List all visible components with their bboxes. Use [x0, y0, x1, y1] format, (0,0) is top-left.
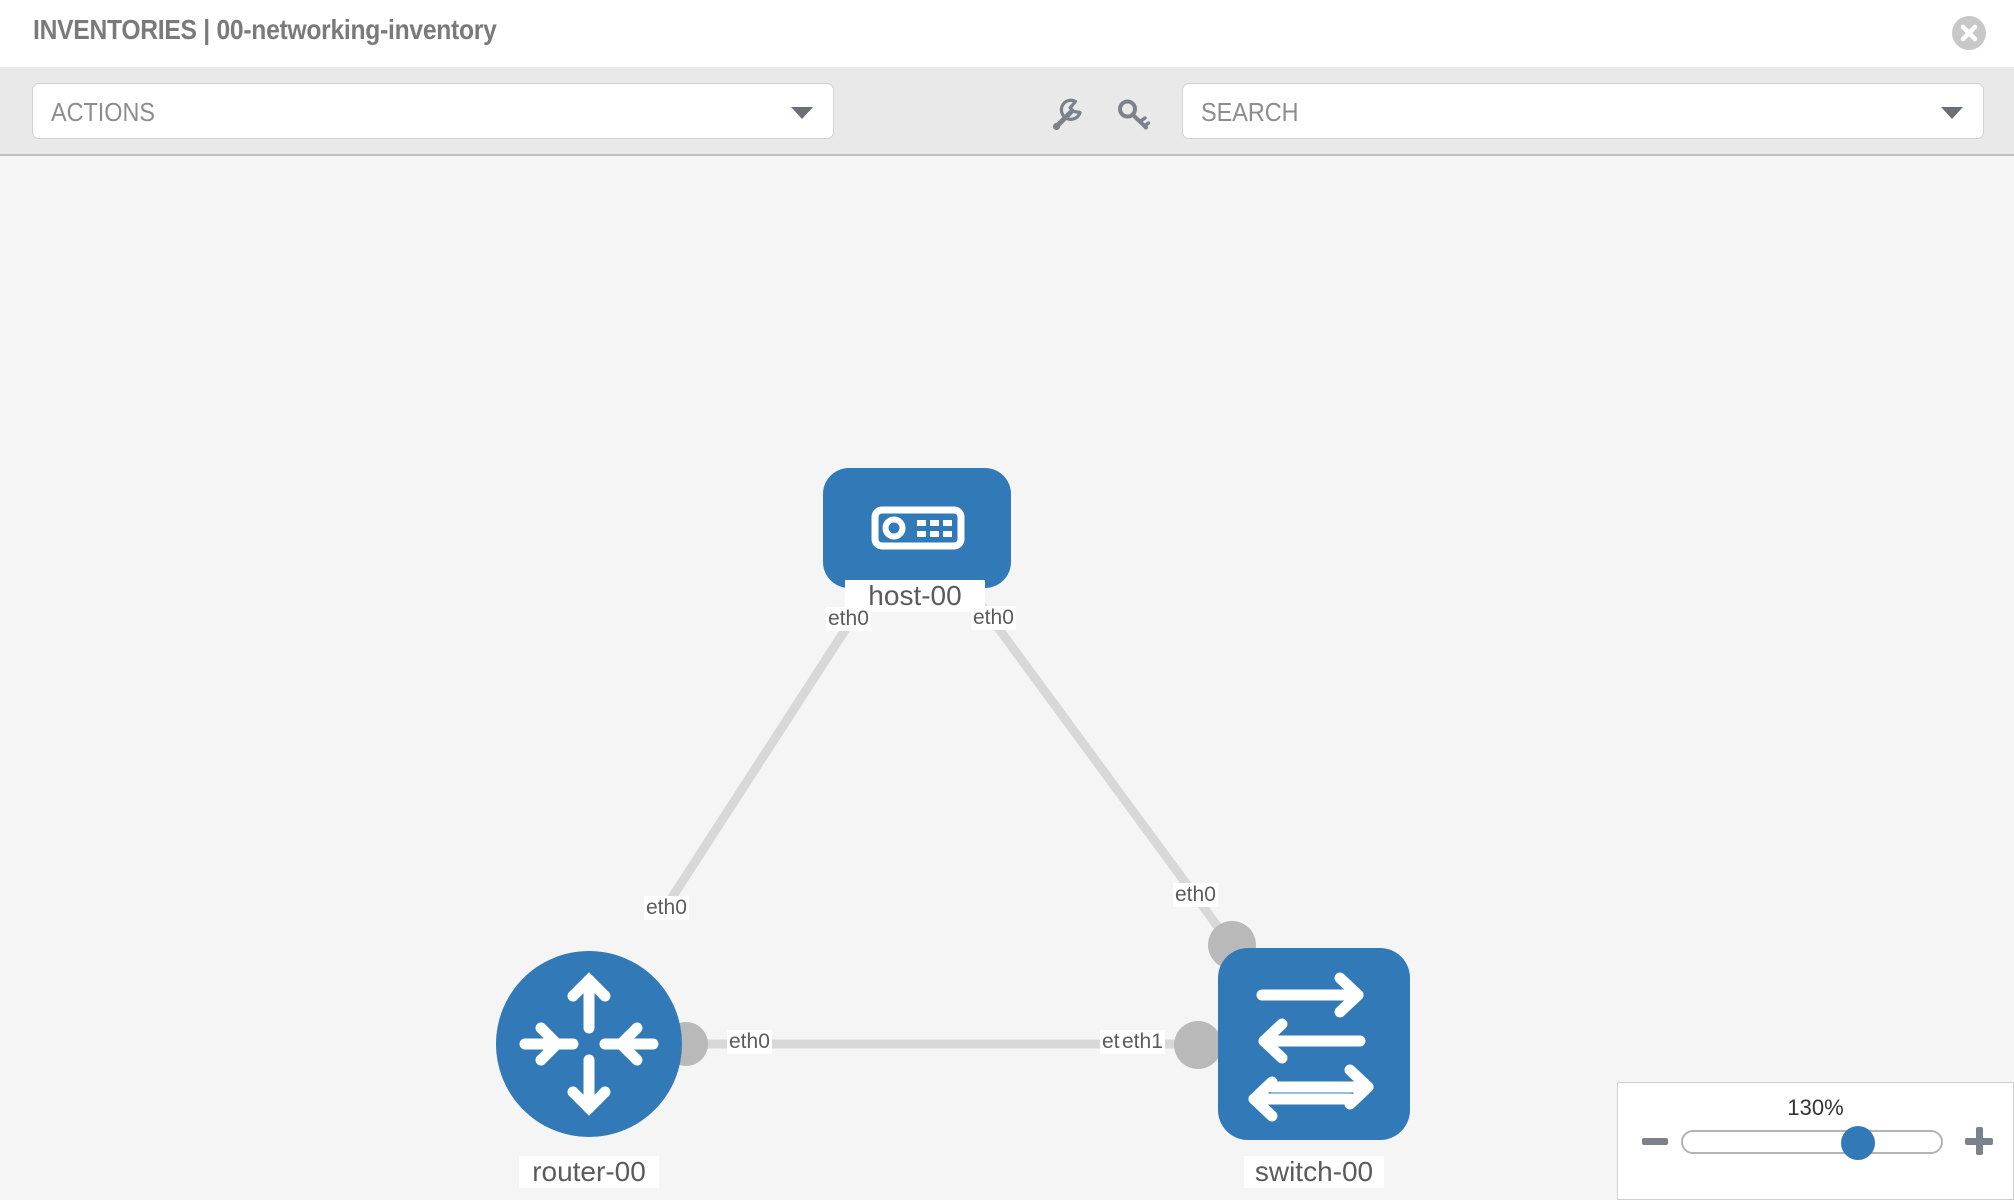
link-group: [656, 573, 1236, 1049]
node-router-00[interactable]: [496, 951, 682, 1137]
search-placeholder: SEARCH: [1201, 97, 1299, 127]
toolbar: ACTIONS SEARCH: [0, 67, 2014, 156]
wrench-icon[interactable]: [1047, 95, 1087, 135]
port-label-switch-eth0-uplink: eth0: [1173, 883, 1218, 907]
close-icon: [1960, 24, 1978, 42]
connector-group: [664, 565, 1256, 1069]
zoom-percent-label: 130%: [1787, 1095, 1844, 1120]
zoom-control-panel: 130%: [1617, 1082, 2014, 1200]
node-label-router-00: router-00: [519, 1156, 659, 1188]
switch-arrows-icon: [1248, 972, 1374, 1122]
minus-icon[interactable]: [1642, 1138, 1668, 1145]
port-connector-switch-eth1[interactable]: [1174, 1021, 1222, 1069]
topology-graph: [496, 468, 1410, 1140]
port-label-host-eth0-left: eth0: [826, 607, 871, 631]
zoom-slider[interactable]: [1681, 1126, 1943, 1160]
chevron-down-icon: [1941, 107, 1963, 119]
window-header: INVENTORIES | 00-networking-inventory: [0, 0, 2014, 67]
port-label-host-eth0-right: eth0: [971, 606, 1016, 630]
plus-icon[interactable]: [1965, 1127, 1993, 1155]
actions-dropdown-label: ACTIONS: [51, 97, 156, 127]
page-title: INVENTORIES | 00-networking-inventory: [33, 14, 497, 45]
router-arrows-icon: [519, 972, 659, 1116]
node-router-00-shape[interactable]: [496, 951, 682, 1137]
node-label-host-00: host-00: [845, 580, 985, 612]
server-icon: [871, 506, 965, 550]
node-host-00-shape[interactable]: [823, 468, 1011, 588]
actions-dropdown[interactable]: ACTIONS: [32, 83, 834, 139]
key-icon[interactable]: [1114, 95, 1154, 135]
chevron-down-icon: [791, 107, 813, 119]
port-label-router-eth0-uplink: eth0: [644, 896, 689, 920]
search-input[interactable]: SEARCH: [1182, 83, 1984, 139]
node-switch-00[interactable]: [1218, 948, 1410, 1140]
topology-canvas[interactable]: host-00 router-00 switch-00 eth0 eth0 et…: [0, 156, 2014, 1200]
node-host-00[interactable]: [823, 468, 1011, 588]
node-label-switch-00: switch-00: [1244, 1156, 1384, 1188]
port-label-router-eth0: eth0: [727, 1030, 772, 1054]
close-button[interactable]: [1952, 16, 1986, 50]
port-label-switch-eth1: eth1: [1120, 1030, 1165, 1054]
zoom-slider-thumb[interactable]: [1841, 1126, 1875, 1160]
link-host-router[interactable]: [656, 573, 884, 919]
